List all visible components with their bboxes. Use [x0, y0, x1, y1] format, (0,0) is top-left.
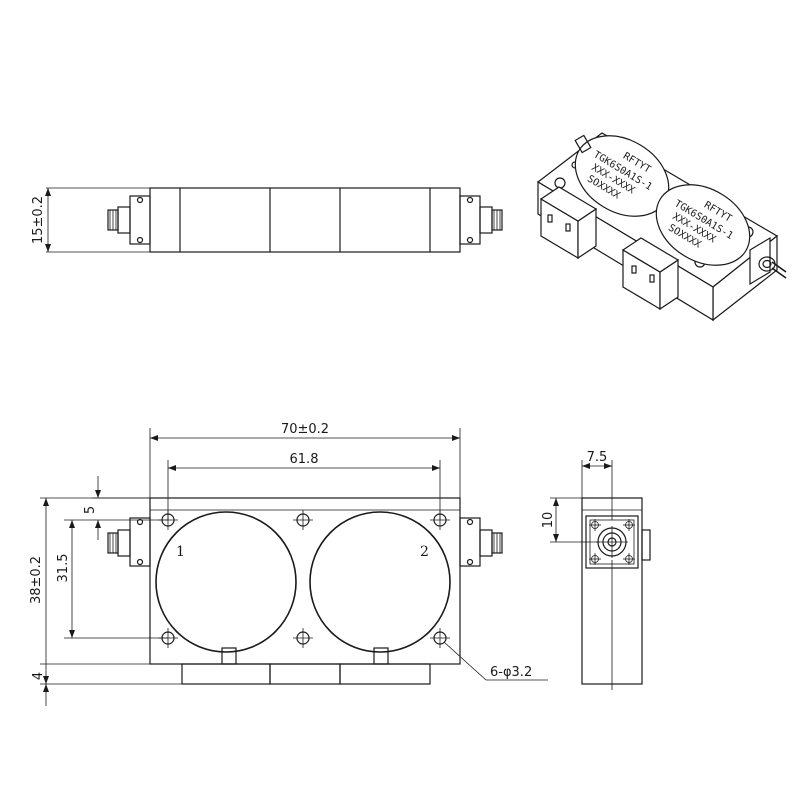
dim-hole-callout-text: 6-φ3.2	[490, 665, 532, 680]
dim-side-height-text: 15±0.2	[31, 196, 46, 244]
dim-hole-vertical-text: 31.5	[56, 554, 71, 583]
side-view: 15±0.2	[31, 187, 503, 253]
dim-hole-spacing-text: 61.8	[290, 452, 319, 467]
dim-top-offset-text: 5	[83, 506, 98, 514]
iso-label-right	[655, 184, 751, 266]
top-right-connector	[459, 517, 503, 567]
isometric-view: RFTYT TGK6S0A1S-1 XXX-XXXX SOXXXX RFTYT …	[536, 132, 787, 322]
iso-connector	[749, 236, 787, 286]
side-left-connector	[107, 195, 151, 245]
top-left-connector	[107, 517, 151, 567]
iso-top-connector	[574, 134, 592, 154]
top-view: 1 2	[29, 422, 548, 706]
mounting-holes	[158, 510, 450, 648]
dim-overall-height: 38±0.2	[29, 497, 182, 685]
port-label-1: 1	[176, 544, 185, 560]
dim-top-offset: 5	[83, 476, 150, 540]
dim-side-height: 15±0.2	[31, 187, 150, 253]
iso-front-block-right	[621, 237, 680, 311]
side-right-connector	[459, 195, 503, 245]
dim-connector-height-text: 10	[541, 512, 556, 529]
iso-front-block-left	[539, 186, 598, 260]
dim-hole-vertical: 31.5	[56, 519, 168, 639]
port-label-2: 2	[420, 544, 429, 560]
dim-base-offset: 4	[31, 663, 150, 706]
dim-overall-height-text: 38±0.2	[29, 556, 44, 604]
dim-connector-height: 10	[541, 497, 600, 543]
end-view: 7.5 10	[541, 450, 651, 690]
dim-overall-length: 70±0.2	[149, 422, 461, 498]
dim-base-offset-text: 4	[31, 672, 46, 680]
dim-hole-spacing: 61.8	[167, 452, 441, 520]
dim-connector-width-text: 7.5	[587, 450, 608, 465]
dim-hole-callout: 6-φ3.2	[443, 641, 548, 681]
dim-overall-length-text: 70±0.2	[281, 422, 329, 437]
dim-connector-width: 7.5	[581, 450, 613, 520]
